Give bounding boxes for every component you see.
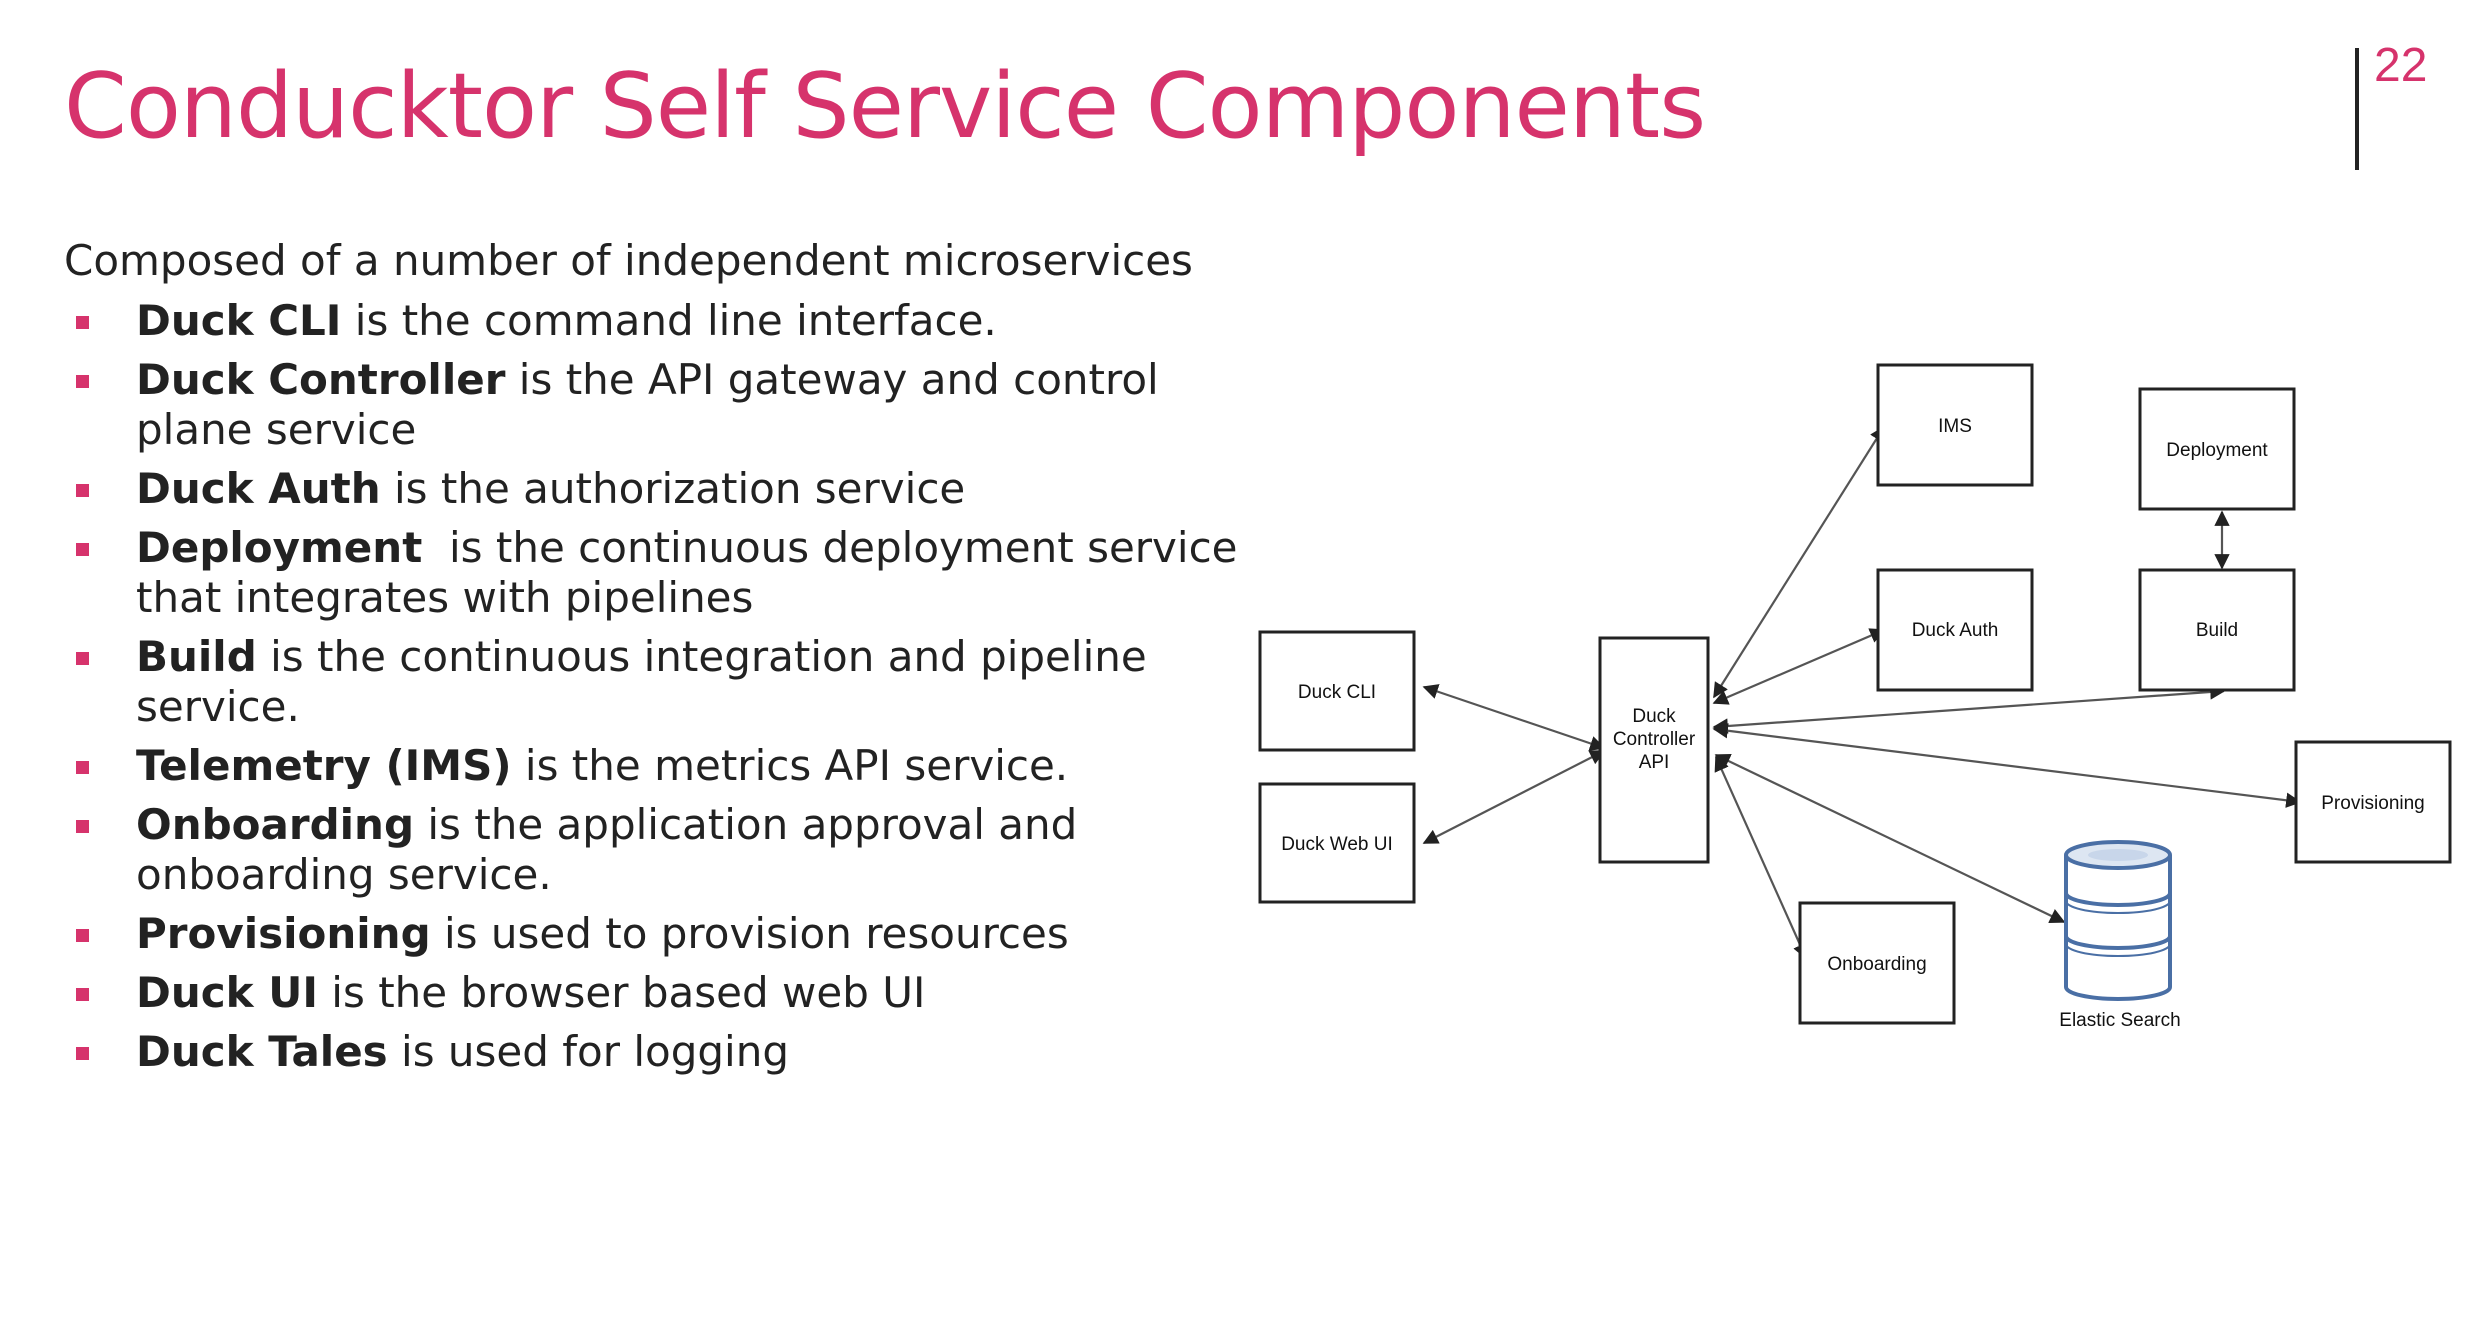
node-label: Controller [1613, 729, 1696, 750]
bullet-item: Duck CLI is the command line interface. [64, 296, 1244, 346]
header-divider [2355, 48, 2359, 170]
bullet-term: Deployment [136, 523, 423, 572]
diagram-edges [1422, 425, 2302, 960]
bullet-term: Provisioning [136, 909, 431, 958]
node-label: Duck CLI [1298, 682, 1376, 703]
edge-controller-webui [1422, 750, 1606, 844]
bullet-description: is the continuous integration and pipeli… [136, 632, 1147, 731]
bullet-square-icon [76, 543, 89, 556]
bullet-term: Duck CLI [136, 296, 342, 345]
node-label: Provisioning [2321, 793, 2425, 814]
bullet-square-icon [76, 375, 89, 388]
node-ims: IMS [1876, 363, 2034, 487]
node-provisioning: Provisioning [2294, 740, 2452, 864]
node-duck-web-ui: Duck Web UI [1258, 782, 1416, 904]
bullet-term: Onboarding [136, 800, 415, 849]
bullet-item: Telemetry (IMS) is the metrics API servi… [64, 741, 1244, 791]
node-label: IMS [1938, 416, 1972, 437]
node-label: Duck [1632, 706, 1676, 727]
bullet-description: is the browser based web UI [317, 968, 926, 1017]
bullet-description: is the application approval and onboardi… [136, 800, 1078, 899]
bullet-description: is used for logging [387, 1027, 790, 1076]
node-label: Duck Auth [1912, 620, 1999, 641]
edge-controller-ims [1713, 425, 1885, 699]
bullet-item: Provisioning is used to provision resour… [64, 909, 1244, 959]
intro-text: Composed of a number of independent micr… [64, 236, 1193, 285]
slide-title: Conducktor Self Service Components [64, 54, 1706, 159]
bullet-item: Duck Tales is used for logging [64, 1027, 1244, 1077]
node-onboarding: Onboarding [1798, 901, 1956, 1025]
bullet-square-icon [76, 820, 89, 833]
bullet-item: Deployment is the continuous deployment … [64, 523, 1244, 623]
node-label: Elastic Search [2059, 1010, 2180, 1031]
node-label: Onboarding [1827, 954, 1926, 975]
node-label: Deployment [2166, 440, 2268, 461]
bullet-description: is the authorization service [380, 464, 966, 513]
edge-controller-onboarding [1714, 755, 1808, 960]
node-deployment: Deployment [2138, 387, 2296, 511]
edge-controller-provisioning [1712, 723, 2302, 808]
bullet-square-icon [76, 761, 89, 774]
bullet-item: Onboarding is the application approval a… [64, 800, 1244, 900]
edge-controller-cli [1422, 684, 1606, 751]
bullet-description: is the continuous deployment service tha… [136, 523, 1251, 622]
edge-controller-elastic [1714, 754, 2066, 923]
bullet-item: Duck UI is the browser based web UI [64, 968, 1244, 1018]
bullet-item: Duck Auth is the authorization service [64, 464, 1244, 514]
node-label: Build [2196, 620, 2238, 641]
node-duck-cli: Duck CLI [1258, 630, 1416, 752]
bullet-description: is the metrics API service. [511, 741, 1069, 790]
bullet-term: Build [136, 632, 257, 681]
node-duck-controller-api: Duck Controller API [1598, 636, 1710, 864]
bullet-description: is the command line interface. [341, 296, 997, 345]
edge-controller-auth [1712, 628, 1886, 705]
bullet-description: is used to provision resources [430, 909, 1069, 958]
bullet-square-icon [76, 316, 89, 329]
bullet-square-icon [76, 1047, 89, 1060]
node-label: API [1639, 752, 1670, 773]
bullet-item: Build is the continuous integration and … [64, 632, 1244, 732]
bullet-term: Telemetry (IMS) [136, 741, 512, 790]
bullet-square-icon [76, 652, 89, 665]
node-duck-auth: Duck Auth [1876, 568, 2034, 692]
database-icon [2064, 840, 2172, 1001]
node-elastic-search: Elastic Search [2059, 840, 2181, 1031]
bullet-term: Duck Tales [136, 1027, 388, 1076]
page-number: 22 [2374, 39, 2428, 92]
bullet-square-icon [76, 484, 89, 497]
node-build: Build [2138, 568, 2296, 692]
bullet-term: Duck UI [136, 968, 318, 1017]
bullet-item: Duck Controller is the API gateway and c… [64, 355, 1244, 455]
bullet-term: Duck Controller [136, 355, 506, 404]
bullet-square-icon [76, 988, 89, 1001]
bullet-term: Duck Auth [136, 464, 381, 513]
component-bullet-list: Duck CLI is the command line interface. … [64, 296, 1244, 1086]
edge-controller-build [1712, 684, 2226, 734]
bullet-description: is the API gateway and control plane ser… [136, 355, 1159, 454]
node-label: Duck Web UI [1281, 834, 1393, 855]
bullet-square-icon [76, 929, 89, 942]
